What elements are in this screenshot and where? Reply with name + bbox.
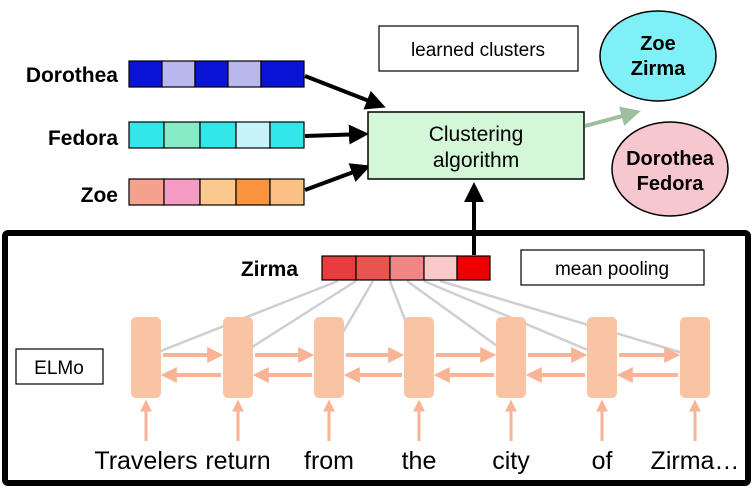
cluster-dorothea-fedora: Dorothea Fedora bbox=[611, 121, 729, 217]
embedding-zoe: Zoe bbox=[81, 178, 305, 207]
vector-cell bbox=[163, 178, 201, 206]
arrow-dorothea-to-clustering bbox=[304, 74, 386, 110]
elmo-panel-frame bbox=[2, 230, 751, 486]
learned-clusters-label: learned clusters bbox=[411, 40, 545, 61]
embedding-label: Dorothea bbox=[26, 64, 118, 87]
bilm-cell bbox=[680, 317, 710, 398]
bilm-cell bbox=[223, 317, 253, 398]
vector-cell bbox=[235, 178, 271, 206]
vector-cell bbox=[269, 178, 305, 206]
bilm-cell bbox=[587, 317, 617, 398]
vector-cell bbox=[355, 255, 391, 281]
bilm-layer: Travelers return from the city of Zirma… bbox=[94, 317, 739, 475]
cluster-member: Zoe bbox=[640, 33, 676, 55]
input-word: from bbox=[304, 447, 354, 475]
elmo-label-frame bbox=[15, 348, 104, 385]
vector-cell bbox=[128, 121, 165, 149]
vector-cell bbox=[389, 255, 425, 281]
vector-cell bbox=[194, 60, 229, 88]
learned-clusters-frame bbox=[378, 25, 579, 72]
embedding-dorothea: Dorothea bbox=[26, 60, 305, 88]
cluster-member: Zirma bbox=[631, 58, 686, 80]
clustering-label-line1: Clustering bbox=[429, 123, 524, 146]
learned-clusters-box: learned clusters bbox=[378, 25, 579, 72]
pooled-vector: Zirma bbox=[241, 255, 491, 281]
cluster-member: Dorothea bbox=[626, 148, 715, 170]
input-word: the bbox=[402, 447, 437, 475]
bilm-cell bbox=[496, 317, 526, 398]
clustering-label-line2: algorithm bbox=[433, 149, 519, 172]
input-word: return bbox=[205, 447, 270, 475]
vector-cell bbox=[260, 60, 305, 88]
input-word: Zirma… bbox=[651, 447, 740, 475]
vector-cell bbox=[163, 121, 201, 149]
cluster-member: Fedora bbox=[637, 173, 705, 195]
elmo-label-box: ELMo bbox=[15, 348, 104, 385]
cluster-zoe-zirma: Zoe Zirma bbox=[599, 10, 717, 102]
input-word: city bbox=[492, 447, 530, 475]
arrow-clustering-to-clusters bbox=[584, 106, 641, 128]
pooling-line bbox=[237, 279, 357, 358]
input-word: Travelers bbox=[94, 447, 197, 475]
vector-cell bbox=[199, 178, 237, 206]
vector-cell bbox=[456, 255, 491, 281]
input-word: of bbox=[592, 447, 613, 475]
vector-cell bbox=[161, 60, 196, 88]
cluster-ellipse bbox=[611, 121, 729, 217]
embedding-vector bbox=[128, 121, 305, 149]
pooling-line bbox=[406, 279, 512, 358]
embedding-label: Fedora bbox=[48, 127, 118, 150]
arrow-zoe-to-clustering bbox=[304, 163, 371, 192]
elmo-label: ELMo bbox=[34, 358, 84, 379]
clustering-algorithm: Clustering algorithm bbox=[367, 111, 585, 180]
vector-cell bbox=[227, 60, 262, 88]
embedding-label: Zoe bbox=[81, 184, 118, 207]
mean-pooling-label: mean pooling bbox=[555, 259, 669, 280]
vector-cell bbox=[235, 121, 271, 149]
mean-pooling-frame bbox=[520, 249, 705, 286]
clustering-box bbox=[367, 111, 585, 180]
vector-cell bbox=[128, 60, 163, 88]
arrow-fedora-to-clustering bbox=[304, 124, 369, 145]
bilm-cell bbox=[131, 317, 161, 398]
pooled-vector-label: Zirma bbox=[241, 258, 299, 281]
bilm-cell bbox=[314, 317, 344, 398]
vector-cell bbox=[321, 255, 357, 281]
vector-cell bbox=[128, 178, 165, 206]
embedding-fedora: Fedora bbox=[48, 121, 305, 150]
vector-cell bbox=[423, 255, 458, 281]
vector-cell bbox=[269, 121, 305, 149]
mean-pooling-box: mean pooling bbox=[520, 249, 705, 286]
cluster-ellipse bbox=[599, 10, 717, 102]
vector-cell bbox=[199, 121, 237, 149]
embedding-vector bbox=[128, 178, 305, 206]
embedding-vector bbox=[128, 60, 305, 88]
pooling-line bbox=[439, 279, 694, 358]
bilm-cell bbox=[404, 317, 434, 398]
